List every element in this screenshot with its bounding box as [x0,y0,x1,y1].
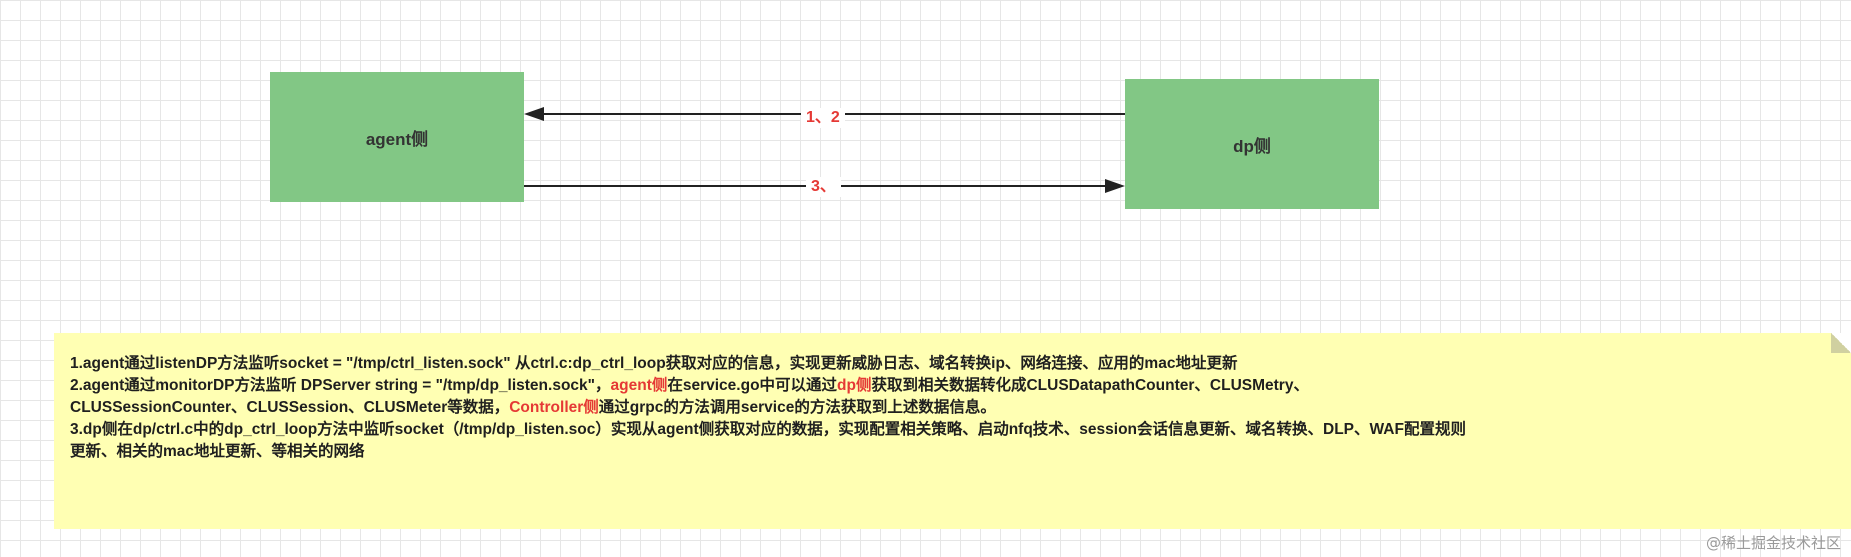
note-line-3-text-a: CLUSSessionCounter、CLUSSession、CLUSMeter… [70,399,510,416]
note-line-5: 更新、相关的mac地址更新、等相关的网络 [70,443,365,460]
note-line-2-text-c: 获取到相关数据转化成CLUSDatapathCounter、CLUSMetry、 [871,377,1309,394]
note-fold-corner [1831,333,1851,353]
arrowhead-to-dp [1105,179,1125,193]
agent-node: agent侧 [270,72,524,202]
note-line-2-text-b: 在service.go中可以通过 [667,377,838,394]
note-line-2-text-a: 2.agent通过monitorDP方法监听 DPServer string =… [70,377,611,394]
agent-node-label: agent侧 [365,129,429,149]
dp-node: dp侧 [1125,79,1379,209]
note-text: 1.agent通过listenDP方法监听socket = "/tmp/ctrl… [70,353,1830,463]
note-highlight-agent: agent侧 [610,377,668,394]
edge-label-1-2: 1、2 [801,108,845,128]
watermark: @稀土掘金技术社区 [1705,534,1841,552]
note-highlight-dp: dp侧 [837,377,872,394]
note-line-2: 2.agent通过monitorDP方法监听 DPServer string =… [70,375,1830,397]
note-line-3: CLUSSessionCounter、CLUSSession、CLUSMeter… [70,397,1830,419]
note-line-3-text-b: 通过grpc的方法调用service的方法获取到上述数据信息。 [598,399,996,416]
note-box: 1.agent通过listenDP方法监听socket = "/tmp/ctrl… [54,333,1851,529]
dp-node-label: dp侧 [1233,136,1271,156]
note-highlight-controller: Controller侧 [509,399,599,416]
arrowhead-to-agent [524,107,544,121]
edge-label-3: 3、 [806,177,841,197]
note-line-4: 3.dp侧在dp/ctrl.c中的dp_ctrl_loop方法中监听socket… [70,421,1466,438]
note-line-1: 1.agent通过listenDP方法监听socket = "/tmp/ctrl… [70,355,1238,372]
